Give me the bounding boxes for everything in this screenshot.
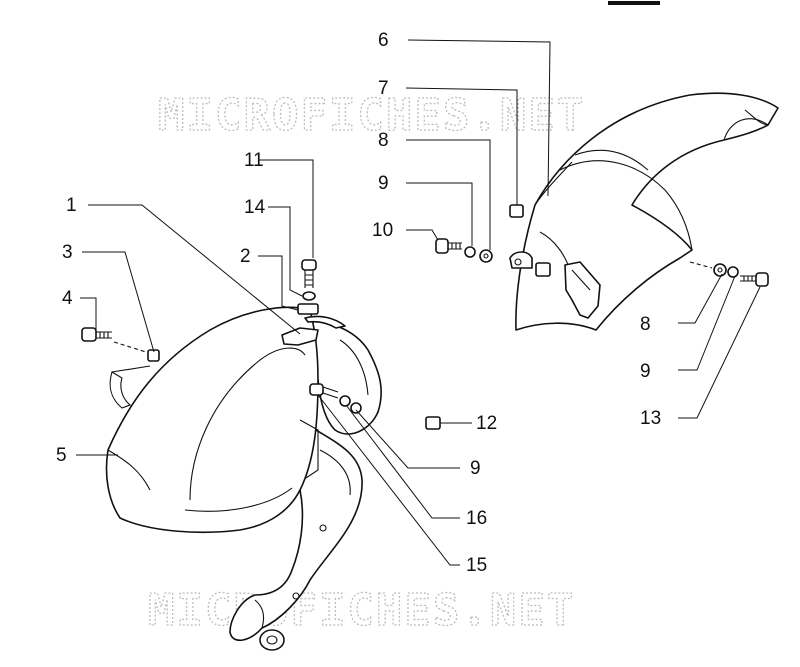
rear-mudguard-bracket bbox=[509, 251, 601, 319]
washer-8-rear-right bbox=[713, 263, 727, 277]
washer-16 bbox=[339, 395, 351, 407]
callout-5: 5 bbox=[56, 445, 67, 466]
washer-14 bbox=[302, 291, 316, 301]
front-mudguard-bracket bbox=[229, 419, 363, 651]
callout-8-top: 8 bbox=[378, 130, 389, 151]
screw-11 bbox=[301, 259, 317, 288]
clip-nut-12 bbox=[425, 416, 441, 430]
callout-1: 1 bbox=[66, 195, 77, 216]
watermark-bottom: MICROFICHES.NET bbox=[148, 585, 575, 636]
callout-16: 16 bbox=[466, 508, 487, 529]
callout-15: 15 bbox=[466, 555, 487, 576]
washer-9-rear-left bbox=[464, 246, 476, 258]
axis-line-left bbox=[113, 341, 147, 353]
callout-6: 6 bbox=[378, 30, 389, 51]
callout-2: 2 bbox=[240, 246, 251, 267]
watermark-top: MICROFICHES.NET bbox=[158, 90, 585, 141]
callout-3: 3 bbox=[62, 242, 73, 263]
callout-13: 13 bbox=[640, 408, 661, 429]
callout-7: 7 bbox=[378, 78, 389, 99]
front-mudguard bbox=[105, 306, 319, 534]
callout-9-front: 9 bbox=[470, 458, 481, 479]
callout-9-top: 9 bbox=[378, 173, 389, 194]
top-clamp-1 bbox=[281, 315, 346, 346]
callout-4: 4 bbox=[62, 288, 73, 309]
clip-2 bbox=[297, 303, 319, 315]
callout-14: 14 bbox=[244, 197, 266, 218]
screw-4 bbox=[81, 327, 112, 342]
cable-guide bbox=[109, 365, 151, 409]
washer-9-rear-right bbox=[727, 266, 739, 278]
leader-lines bbox=[76, 39, 761, 566]
screw-10 bbox=[435, 238, 462, 254]
washer-9-front bbox=[350, 402, 362, 414]
callout-9-right: 9 bbox=[640, 361, 651, 382]
washer-8-rear-left bbox=[479, 249, 493, 263]
screw-15 bbox=[309, 383, 339, 399]
callout-10: 10 bbox=[372, 220, 393, 241]
callout-11: 11 bbox=[244, 150, 264, 171]
screw-13 bbox=[740, 272, 769, 287]
callout-12: 12 bbox=[476, 413, 497, 434]
callout-8-right: 8 bbox=[640, 314, 651, 335]
axis-line-rear bbox=[689, 261, 713, 269]
clip-nut-7 bbox=[509, 204, 524, 218]
